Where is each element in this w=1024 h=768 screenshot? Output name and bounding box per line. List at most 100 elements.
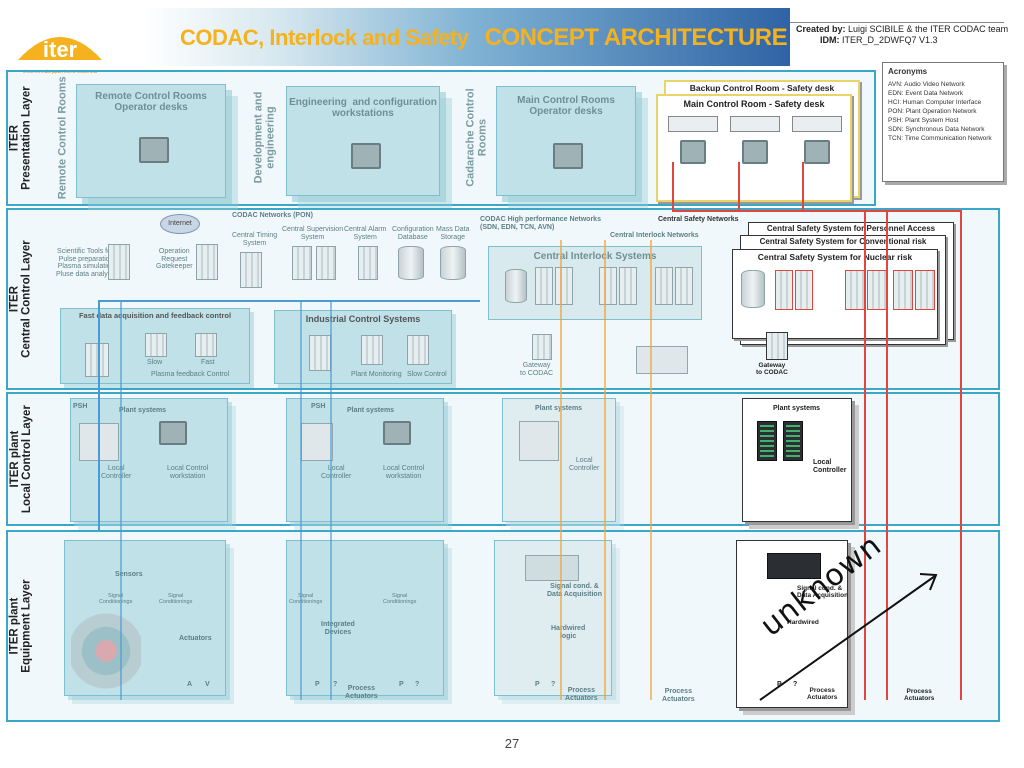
safety-panel-icon bbox=[730, 116, 780, 132]
safety-line bbox=[864, 210, 866, 700]
monitor-icon bbox=[139, 137, 169, 163]
interlock-line bbox=[560, 240, 562, 700]
monitor-icon bbox=[680, 140, 706, 164]
hp-networks-label: CODAC High performance Networks (SDN, ED… bbox=[480, 216, 601, 231]
remote-rooms-vertical-label: Remote Control Rooms bbox=[56, 76, 69, 200]
internet-cloud: Internet bbox=[160, 214, 200, 234]
cadarache-vertical-label: Cadarache Control Rooms bbox=[464, 88, 489, 188]
signal-daq-label: Signal cond. & Data Acquisition bbox=[547, 583, 602, 598]
sensors-label: Sensors bbox=[115, 571, 143, 578]
server-icon bbox=[85, 343, 109, 377]
acronym-item: PON: Plant Operation Network bbox=[888, 108, 977, 115]
workstation-icon bbox=[159, 421, 187, 445]
plant-systems-box-1: PSH Plant systems Local Controller Local… bbox=[70, 398, 228, 522]
remote-rooms-title: Remote Control Rooms Operator desks bbox=[95, 91, 207, 113]
gatekeeper-label: Operation Request Gatekeeper bbox=[156, 248, 193, 271]
timing-label: Central Timing System bbox=[232, 232, 278, 247]
server-icon bbox=[292, 246, 312, 280]
interlock-systems-title: Central Interlock Systems bbox=[533, 251, 657, 262]
safety-line bbox=[672, 162, 674, 212]
server-icon bbox=[893, 270, 913, 310]
server-icon bbox=[555, 267, 573, 305]
plant-systems-label: Plant systems bbox=[347, 407, 395, 414]
server-icon bbox=[361, 335, 383, 365]
interlock-systems-box: Central Interlock Systems bbox=[488, 246, 702, 320]
main-safety-desk: Main Control Room - Safety desk bbox=[656, 94, 852, 202]
safety-line bbox=[802, 162, 804, 212]
server-icon bbox=[240, 252, 262, 288]
server-icon bbox=[145, 333, 167, 357]
plant-systems-box-safety: Plant systems Local Controller bbox=[742, 398, 852, 522]
server-icon bbox=[675, 267, 693, 305]
mass-storage-label: Mass Data Storage bbox=[436, 226, 470, 241]
safety-line bbox=[960, 210, 962, 700]
workstation-icon bbox=[383, 421, 411, 445]
header-bar bbox=[0, 8, 790, 66]
workstation-icon bbox=[351, 143, 381, 169]
plant-systems-box-3: Plant systems Local Controller bbox=[502, 398, 616, 522]
server-icon bbox=[535, 267, 553, 305]
safety-personnel-title: Central Safety System for Personnel Acce… bbox=[766, 224, 936, 233]
safety-nuclear-title: Central Safety System for Nuclear risk bbox=[757, 252, 913, 262]
server-icon bbox=[108, 244, 130, 280]
fast-daq-box: Fast data acquisition and feedback contr… bbox=[60, 308, 250, 384]
ics-title: Industrial Control Systems bbox=[305, 314, 421, 324]
presentation-layer-label: ITER Presentation Layer bbox=[8, 86, 34, 190]
acronym-item: SDN: Synchronous Data Network bbox=[888, 126, 985, 133]
eng-config-title: Engineering and configuration workstatio… bbox=[289, 97, 437, 119]
tokamak-icon bbox=[71, 611, 141, 691]
local-controller-label: Local Controller bbox=[321, 465, 352, 480]
iter-logo-icon: iter bbox=[18, 37, 102, 62]
acronym-item: HCI: Human Computer Interface bbox=[888, 99, 982, 106]
server-icon bbox=[775, 270, 793, 310]
q-label: ? bbox=[333, 681, 338, 688]
local-controller-label: Local Controller bbox=[569, 457, 600, 472]
equipment-box-1: Sensors Signal Conditionings Signal Cond… bbox=[64, 540, 226, 696]
local-layer-label: ITER plant Local Control Layer bbox=[8, 405, 33, 513]
acronyms-title: Acronyms bbox=[888, 67, 928, 76]
controller-icon bbox=[301, 423, 333, 461]
fast-label: Fast bbox=[201, 359, 215, 366]
signal-cond-label: Signal Conditionings bbox=[383, 593, 417, 606]
local-workstation-label: Local Control workstation bbox=[383, 465, 425, 480]
server-icon bbox=[915, 270, 935, 310]
controller-icon bbox=[783, 421, 803, 461]
gateway-icon bbox=[766, 332, 788, 360]
page-title: CODAC, Interlock and Safety CONCEPT ARCH… bbox=[180, 24, 788, 52]
config-db-label: Configuration Database bbox=[392, 226, 434, 241]
server-icon bbox=[845, 270, 865, 310]
process-actuators-label: Process Actuators bbox=[662, 688, 695, 703]
local-controller-label: Local Controller bbox=[813, 459, 847, 474]
arrow-icon bbox=[759, 573, 938, 701]
interlock-line bbox=[604, 240, 606, 700]
process-actuators-label: Process Actuators bbox=[565, 687, 598, 702]
safety-networks-label: Central Safety Networks bbox=[658, 216, 739, 223]
p-label: P bbox=[315, 681, 320, 688]
plant-monitoring-label: Plant Monitoring bbox=[351, 371, 402, 378]
safety-line bbox=[886, 210, 888, 700]
main-rooms-title: Main Control Rooms Operator desks bbox=[517, 95, 615, 117]
p-label: P bbox=[399, 681, 404, 688]
handwritten-annotation: unknown bbox=[740, 528, 960, 710]
signal-cond-label: Signal Conditionings bbox=[99, 593, 133, 606]
iter-logo: iter china eu india japan korea russia u… bbox=[10, 20, 110, 74]
process-actuators-label: Process Actuators bbox=[345, 685, 378, 700]
interlock-line bbox=[650, 240, 652, 700]
safety-conventional-title: Central Safety System for Conventional r… bbox=[759, 237, 927, 246]
central-layer-label: ITER Central Control Layer bbox=[8, 240, 34, 358]
acronyms-panel: Acronyms AVN: Audio Video Network EDN: E… bbox=[882, 62, 1004, 182]
created-by: Created by: Luigi SCIBILE & the ITER COD… bbox=[796, 24, 1009, 45]
dev-eng-vertical-label: Development and engineering bbox=[252, 92, 276, 184]
ics-box: Industrial Control Systems Plant Monitor… bbox=[274, 310, 452, 384]
process-actuators-label: Process Actuators bbox=[807, 687, 838, 702]
q-label: ? bbox=[551, 681, 556, 688]
signal-daq-label: Signal cond. & Data Acquisition bbox=[797, 585, 849, 600]
plant-systems-box-2: PSH Plant systems Local Controller Local… bbox=[286, 398, 444, 522]
server-icon bbox=[599, 267, 617, 305]
controller-icon bbox=[757, 421, 777, 461]
server-icon bbox=[316, 246, 336, 280]
p-label: P bbox=[535, 681, 540, 688]
server-icon bbox=[195, 333, 217, 357]
supervision-label: Central Supervision System bbox=[282, 226, 344, 241]
database-icon bbox=[398, 246, 424, 280]
